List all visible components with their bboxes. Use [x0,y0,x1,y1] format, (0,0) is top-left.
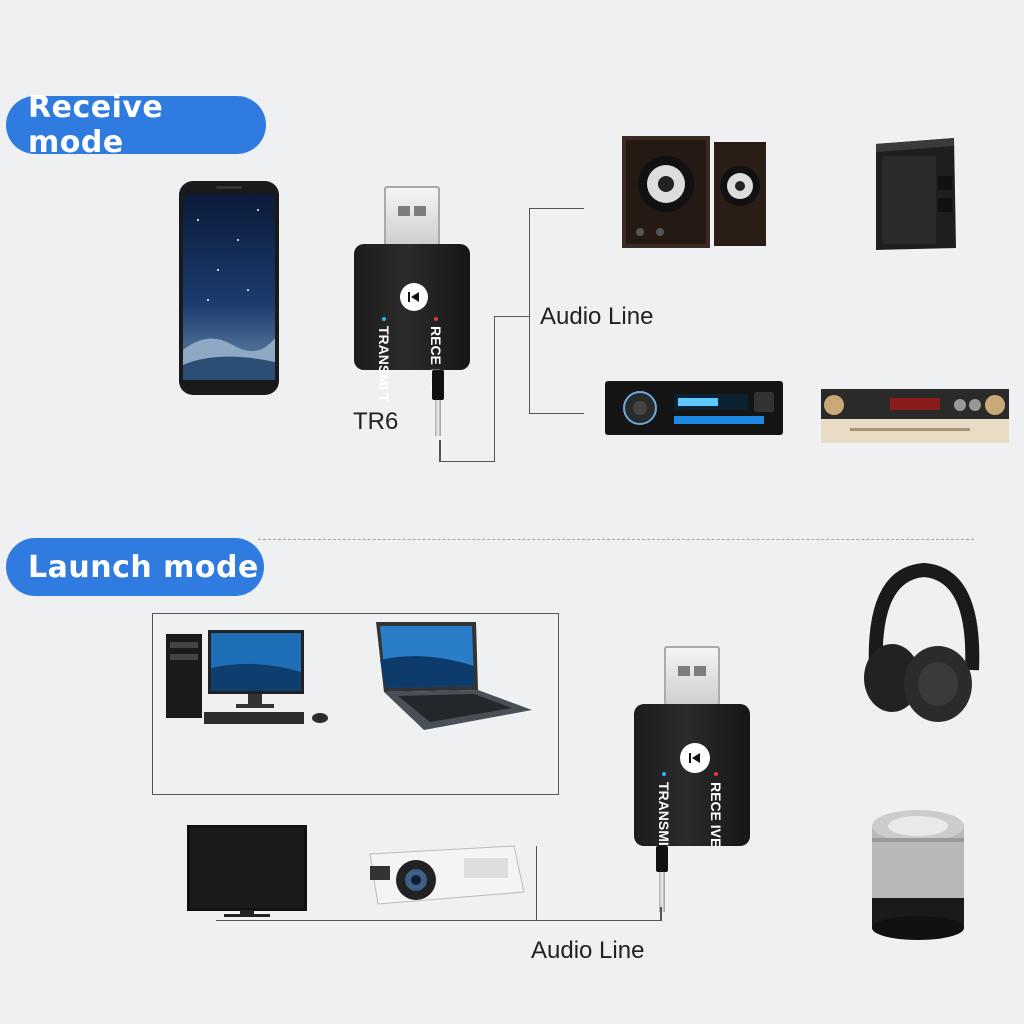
play-pause-icon [400,283,428,311]
tr6-adapter-launch: RECE IVE TRANSMI T [632,646,752,926]
receive-indicator-label: RECE IVE [708,782,724,848]
source-devices-frame [152,613,559,795]
tr6-adapter-receive: RECE IVE TRANSMI T [352,186,472,466]
transmit-indicator-label: TRANSMI T [376,326,392,403]
device-model-label: TR6 [353,408,399,435]
play-pause-icon [680,743,710,773]
television-image [187,825,307,917]
laptop-image [376,622,532,730]
car-stereo-image [605,381,783,435]
receive-mode-title: Receive mode [28,90,164,160]
desktop-computer-image [166,630,328,724]
bookshelf-speakers-image [622,136,766,248]
pa-speaker-image [876,138,956,250]
bluetooth-speaker-image [872,810,964,940]
receive-mode-badge: Receive mode [6,90,266,160]
launch-mode-badge: Launch mode [6,538,264,596]
audio-line-label-receive: Audio Line [540,303,654,330]
launch-mode-title: Launch mode [28,549,259,585]
headphones-image [864,562,980,722]
amplifier-image [821,389,1009,443]
smartphone-image [179,181,279,395]
audio-line-label-launch: Audio Line [531,937,645,964]
transmit-indicator-label: TRANSMI T [656,782,672,859]
projector-image [369,845,525,905]
